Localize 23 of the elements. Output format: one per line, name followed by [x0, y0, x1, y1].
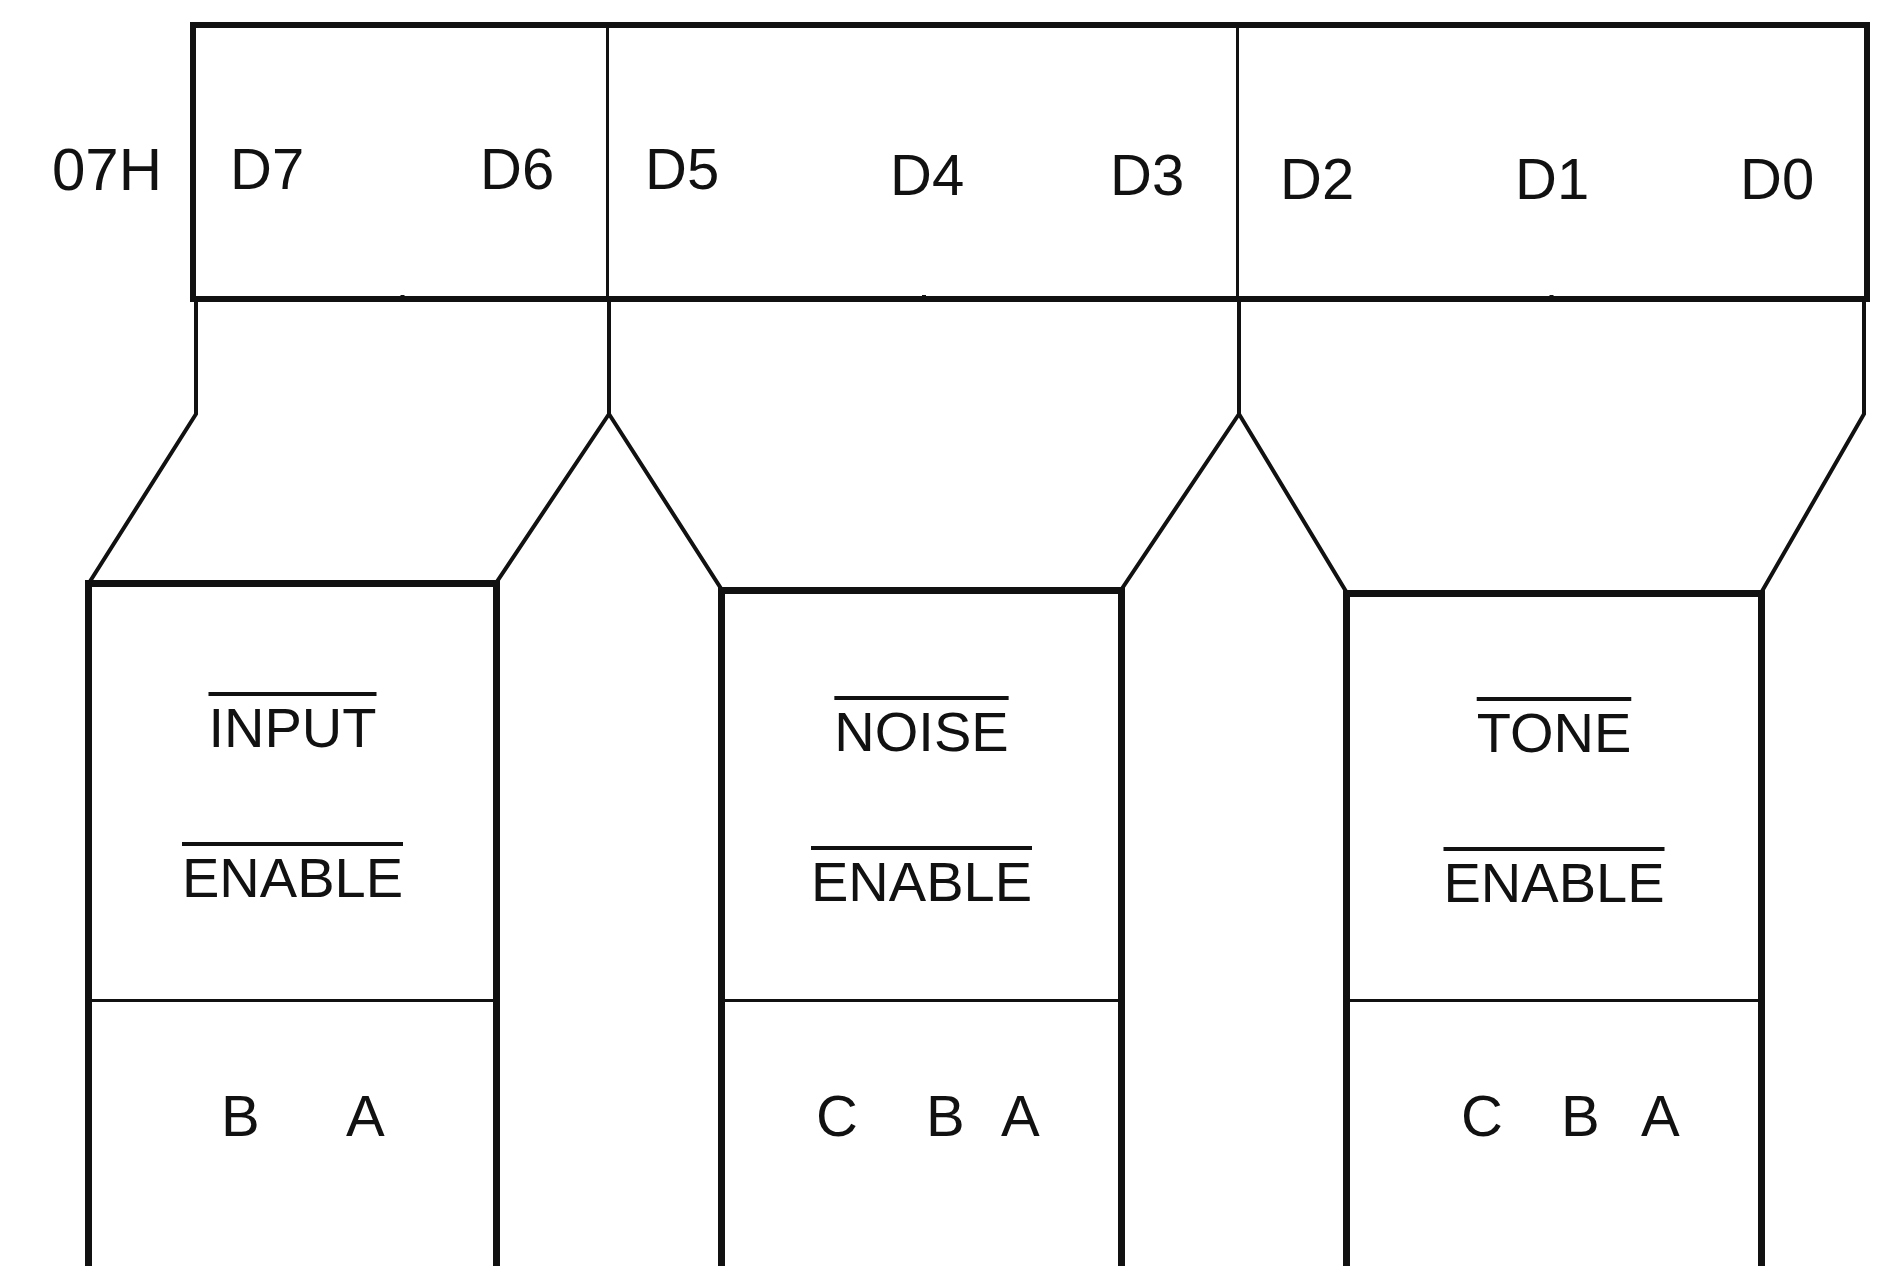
bit-label: D2	[1280, 150, 1355, 208]
bit-label: D5	[645, 140, 720, 198]
bit-label: D1	[1515, 150, 1590, 208]
signal-name: TONE ENABLE	[1442, 700, 1666, 916]
bit-group-box	[85, 580, 500, 1266]
channel-letter: A	[346, 1087, 385, 1145]
signal-name: NOISE ENABLE	[810, 698, 1033, 915]
channel-letter: C	[1461, 1087, 1503, 1145]
bit-label: D7	[230, 140, 305, 198]
bit-label: D0	[1740, 150, 1815, 208]
channel-letter: C	[816, 1087, 858, 1145]
channel-letter: B	[926, 1087, 965, 1145]
bit-group-box	[1343, 590, 1765, 1266]
register-address: 07H	[51, 140, 162, 200]
bit-group-box	[718, 587, 1125, 1266]
signal-name: INPUT ENABLE	[181, 695, 404, 911]
channel-letter: B	[1561, 1087, 1600, 1145]
channel-letter: B	[221, 1087, 260, 1145]
bit-label: D4	[890, 146, 965, 204]
bit-label: D3	[1110, 146, 1185, 204]
channel-letter: A	[1641, 1087, 1680, 1145]
bit-label: D6	[480, 140, 555, 198]
channel-letter: A	[1001, 1087, 1040, 1145]
